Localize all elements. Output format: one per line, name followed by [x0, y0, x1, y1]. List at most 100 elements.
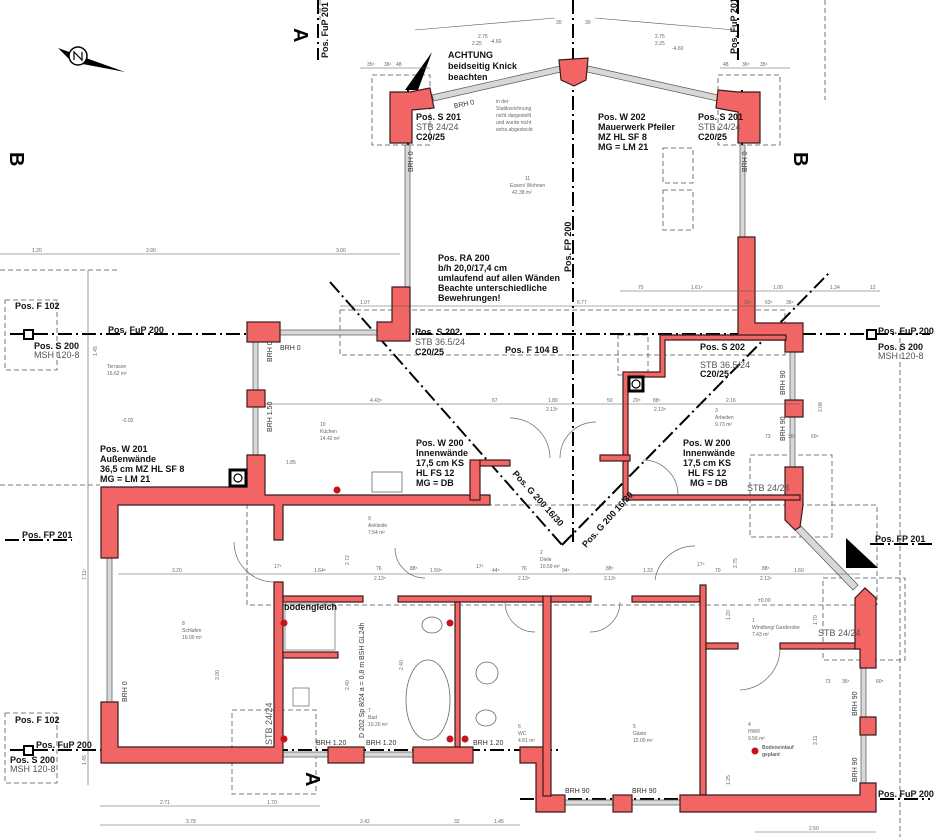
svg-text:geplant: geplant: [762, 752, 780, 758]
dimension-texts: 30 30 2.75 2.25 -4.60 2.75 2.25 -4.60 35…: [32, 20, 884, 832]
beam-label: D 202 Sp 8/24 a = 0,8 m BSH GL24h: [359, 623, 366, 738]
svg-text:Pos. S 201: Pos. S 201: [698, 112, 743, 122]
svg-text:MG = DB: MG = DB: [416, 478, 454, 488]
svg-text:48: 48: [396, 62, 402, 68]
svg-text:9.56 m²: 9.56 m²: [748, 736, 765, 742]
svg-text:1.64⁵: 1.64⁵: [314, 568, 326, 574]
svg-text:3.78: 3.78: [186, 819, 196, 825]
svg-text:BRH 90: BRH 90: [852, 691, 859, 716]
svg-text:Beachte unterschiedliche: Beachte unterschiedliche: [438, 283, 547, 293]
label-fup200-bottom-left: Pos. FuP 200: [36, 740, 92, 750]
svg-text:MSH 120-8: MSH 120-8: [878, 351, 924, 361]
svg-text:BRH 0: BRH 0: [267, 341, 274, 362]
section-mark-a-bottom: A: [301, 772, 323, 786]
svg-text:36⁵: 36⁵: [788, 434, 796, 440]
svg-text:BRH 1.20: BRH 1.20: [316, 740, 346, 747]
column-s200-icon: [23, 745, 34, 756]
svg-text:BRH 90: BRH 90: [852, 757, 859, 782]
svg-text:beidseitig Knick: beidseitig Knick: [448, 61, 518, 71]
svg-text:2.13⁵: 2.13⁵: [374, 576, 386, 582]
svg-text:Pos. S 200: Pos. S 200: [878, 342, 923, 352]
svg-text:Bewehrungen!: Bewehrungen!: [438, 293, 501, 303]
svg-text:50: 50: [607, 398, 613, 404]
label-s202-left: Pos. S 202 STB 36.5/24 C20/25: [415, 327, 465, 357]
svg-text:2.75: 2.75: [733, 558, 739, 568]
svg-text:12: 12: [870, 285, 876, 291]
svg-text:11: 11: [525, 176, 530, 182]
svg-text:umlaufend auf allen Wänden: umlaufend auf allen Wänden: [438, 273, 560, 283]
label-fup200-left: Pos. FuP 200: [108, 325, 164, 335]
label-w201: Pos. W 201 Außenwände 36,5 cm MZ HL SF 8…: [100, 444, 184, 484]
svg-text:30: 30: [585, 20, 591, 26]
svg-text:7.43 m²: 7.43 m²: [752, 632, 769, 638]
svg-text:und wurde nicht: und wurde nicht: [496, 120, 532, 126]
svg-text:60⁵: 60⁵: [876, 679, 884, 685]
svg-text:BRH 90: BRH 90: [780, 416, 787, 441]
svg-text:20⁵: 20⁵: [633, 398, 641, 404]
svg-text:HL FS 12: HL FS 12: [416, 468, 454, 478]
label-s202-right: Pos. S 202 STB 36.5/24 C20/25: [700, 342, 750, 379]
svg-text:MG = LM 21: MG = LM 21: [100, 474, 150, 484]
svg-text:42.38 m²: 42.38 m²: [512, 190, 532, 196]
svg-text:extra abgesteckt: extra abgesteckt: [496, 127, 533, 133]
svg-text:STB 36.5/24: STB 36.5/24: [700, 360, 750, 370]
svg-text:1.34: 1.34: [830, 285, 840, 291]
svg-text:Schlafen: Schlafen: [182, 628, 202, 634]
svg-text:-4.60: -4.60: [490, 39, 502, 45]
svg-text:14.42 m²: 14.42 m²: [320, 436, 340, 442]
elevation-entry: ±0.00: [758, 598, 771, 604]
svg-text:10: 10: [320, 422, 326, 428]
label-fp200: Pos. FP 200: [563, 222, 573, 272]
column-s200-icon: [866, 329, 877, 340]
svg-text:1.45: 1.45: [494, 819, 504, 825]
svg-text:1.20: 1.20: [32, 248, 42, 254]
svg-text:3: 3: [715, 408, 718, 414]
column-s200-icon: [23, 329, 34, 340]
label-s200-right: Pos. S 200 MSH 120-8: [878, 342, 924, 361]
svg-text:4.81 m²: 4.81 m²: [518, 738, 535, 744]
note-achtung: ACHTUNG beidseitig Knick beachten: [448, 50, 518, 82]
label-fp201-left: Pos. FP 201: [22, 530, 72, 540]
svg-text:36⁵: 36⁵: [744, 300, 752, 306]
svg-text:36⁵: 36⁵: [842, 679, 850, 685]
label-fp201-right: Pos. FP 201: [875, 534, 925, 544]
svg-text:2: 2: [540, 550, 543, 556]
svg-text:Pos. W 201: Pos. W 201: [100, 444, 148, 454]
svg-text:Pos. S 202: Pos. S 202: [415, 327, 460, 337]
svg-text:2.50: 2.50: [809, 826, 819, 832]
svg-text:88⁵: 88⁵: [762, 566, 770, 572]
svg-text:1.61⁵: 1.61⁵: [691, 285, 703, 291]
svg-text:35⁵: 35⁵: [367, 62, 375, 68]
svg-text:BRH 1.50: BRH 1.50: [267, 402, 274, 432]
svg-text:MZ HL SF 8: MZ HL SF 8: [598, 132, 647, 142]
svg-text:2.71: 2.71: [160, 800, 170, 806]
svg-text:Terrasse: Terrasse: [107, 364, 126, 370]
label-fup201-right: Pos. FuP 201: [729, 0, 739, 54]
walls: [100, 57, 877, 813]
pier-s201-right: [715, 89, 761, 144]
svg-text:36⁵: 36⁵: [384, 62, 392, 68]
svg-text:Essen/ Wohnen: Essen/ Wohnen: [510, 183, 545, 189]
svg-text:94⁵: 94⁵: [562, 568, 570, 574]
svg-text:1.45: 1.45: [82, 755, 88, 765]
svg-text:Bad: Bad: [368, 715, 377, 721]
svg-text:2.08: 2.08: [818, 402, 824, 412]
svg-text:BRH 90: BRH 90: [780, 370, 787, 395]
svg-text:30: 30: [556, 20, 562, 26]
svg-text:70: 70: [715, 568, 721, 574]
label-f102-top: Pos. F 102: [15, 301, 60, 311]
svg-text:BRH 0: BRH 0: [742, 151, 749, 172]
section-arrow-icon: [405, 52, 432, 90]
svg-text:1.85: 1.85: [286, 460, 296, 466]
brh-labels: BRH 0 BRH 0 BRH 0 BRH 0 BRH 1.50 BRH 0 B…: [122, 99, 859, 795]
svg-text:1.70: 1.70: [813, 615, 819, 625]
chimney-icon: [627, 375, 645, 393]
